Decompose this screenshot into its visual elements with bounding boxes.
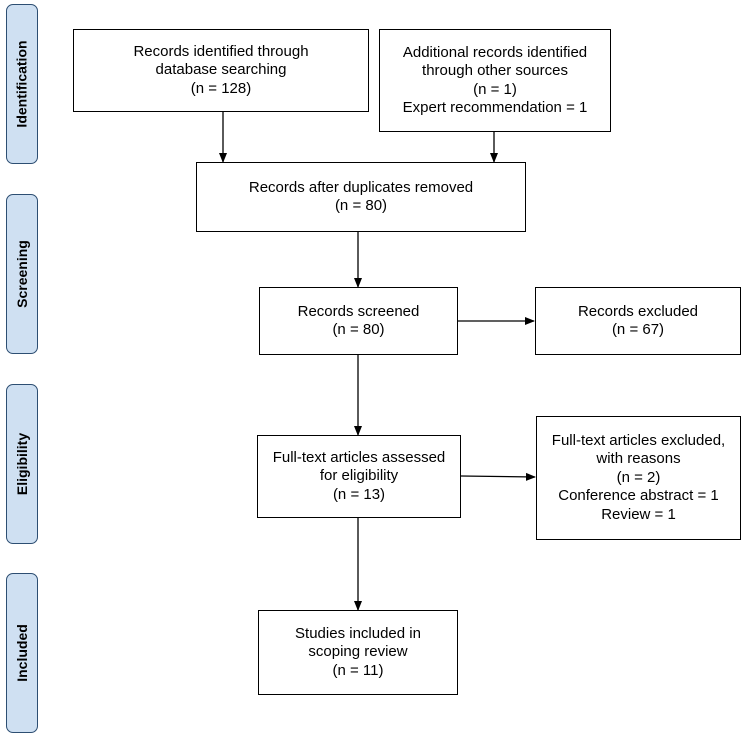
phase-screening: Screening (6, 194, 38, 354)
full-text-line-1: Full-text articles assessed (272, 448, 446, 466)
screened-line-1: Records screened (297, 302, 420, 320)
full-text-excluded-line-4: Conference abstract = 1 (558, 487, 719, 505)
other-sources-line-1: Additional records identified (402, 43, 588, 61)
box-records-screened: Records screened (n = 80) (259, 287, 458, 355)
other-sources-line-2: through other sources (422, 62, 568, 79)
box-records-excluded: Records excluded (n = 67) (535, 287, 741, 355)
box-database-records: Records identified through database sear… (73, 29, 369, 112)
full-text-excluded-line-3: (n = 2) (616, 468, 661, 486)
box-studies-included: Studies included in scoping review (n = … (258, 610, 458, 695)
box-other-sources: Additional records identified through ot… (379, 29, 611, 132)
full-text-excluded-line-5: Review = 1 (601, 505, 676, 523)
database-line-2: database searching (155, 61, 287, 79)
database-line-1: Records identified through (133, 42, 309, 60)
included-line-1: Studies included in (295, 624, 421, 642)
screened-line-2: (n = 80) (332, 321, 385, 338)
database-line-3: (n = 128) (190, 79, 252, 97)
arrow-fulltext-to-fulltext-excluded (460, 472, 536, 481)
phase-identification: Identification (6, 4, 38, 164)
box-duplicates-removed: Records after duplicates removed (n = 80… (196, 162, 526, 232)
full-text-excluded-line-1: Full-text articles excluded, (551, 431, 726, 449)
full-text-line-3: (n = 13) (332, 485, 386, 503)
excluded-line-2: (n = 67) (611, 321, 665, 338)
box-full-text-assessed: Full-text articles assessed for eligibil… (257, 435, 461, 518)
phase-included: Included (6, 573, 38, 733)
duplicates-line-2: (n = 80) (334, 197, 388, 214)
full-text-line-2: for eligibility (319, 467, 399, 485)
duplicates-line-1: Records after duplicates removed (248, 178, 474, 196)
included-line-3: (n = 11) (332, 661, 384, 679)
excluded-line-1: Records excluded (577, 302, 699, 320)
phase-eligibility: Eligibility (6, 384, 38, 544)
box-full-text-excluded: Full-text articles excluded, with reason… (536, 416, 741, 540)
full-text-excluded-line-2: with reasons (596, 450, 681, 468)
other-sources-line-3: (n = 1) (473, 80, 517, 98)
other-sources-line-4: Expert recommendation = 1 (402, 99, 588, 116)
included-line-2: scoping review (308, 643, 408, 661)
